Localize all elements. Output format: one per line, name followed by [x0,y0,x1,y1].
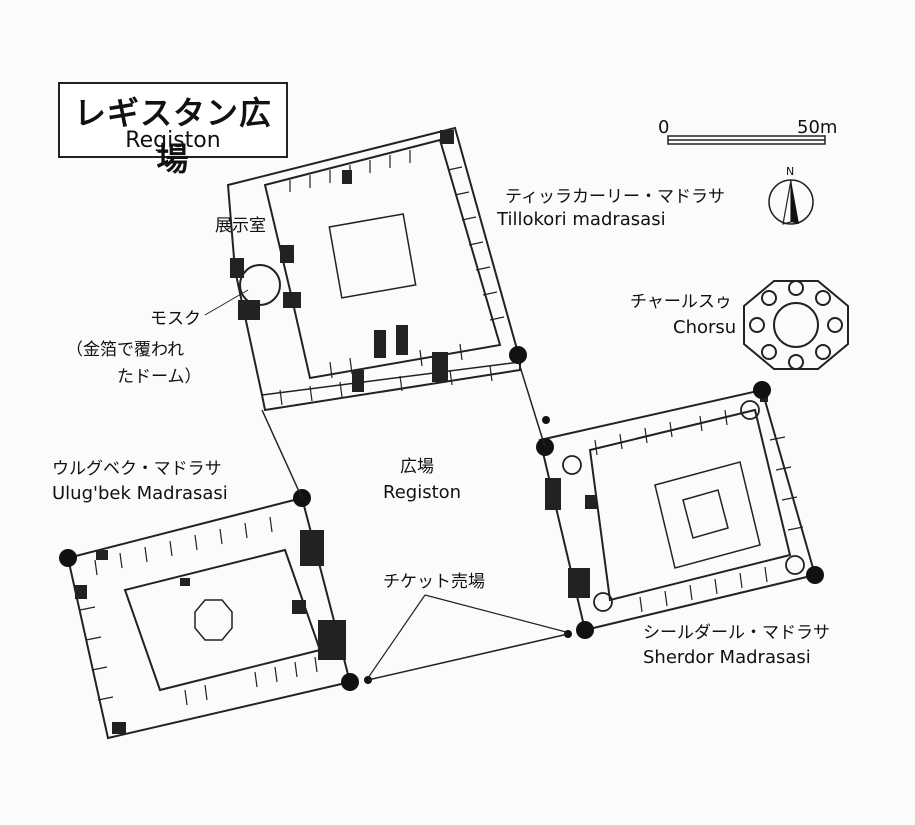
scale-label-zero: 0 [658,117,670,138]
ulugbek-solid-walls [75,530,346,734]
map-title-box: レギスタン広場 Registon [58,82,288,178]
chorsu-dome-icon [743,280,849,370]
mosque-pointer [204,289,249,316]
mosque-dome [239,264,281,306]
tillokori-label-en: Tillokori madrasasi [497,209,666,230]
north-label: N [786,165,795,178]
chorsu-label-en: Chorsu [673,317,737,338]
ticket-office-label: チケット売場 [383,572,485,592]
chorsu-label-ja: チャールスゥ [630,292,732,312]
mosque-note-2: たドーム） [117,367,202,387]
map-title-en: Registon [125,128,221,153]
minaret-markers [59,346,824,691]
sherdor-solid-walls [545,392,768,598]
square-label-en: Registon [383,482,462,503]
exhibition-room-label: 展示室 [215,216,266,236]
tillokori-label-ja: ティッラカーリー・マドラサ [505,187,725,207]
ulugbek-label-en: Ulug'bek Madrasasi [52,483,228,504]
mosque-note-1: （金箔で覆われ [66,340,185,360]
north-arrow-icon [768,179,814,225]
sherdor-label-en: Sherdor Madrasasi [643,647,811,668]
ticket-office-pointer [367,594,567,679]
sherdor-domes [562,400,805,612]
sherdor-label-ja: シールダール・マドラサ [643,623,830,643]
ulugbek-label-ja: ウルグベク・マドラサ [52,459,222,479]
registon-square-outline [261,359,569,681]
map-title-ja: レギスタン広場 [73,94,272,178]
scale-bar [667,135,826,145]
mosque-label: モスク [150,309,201,329]
square-label-ja: 広場 [400,457,434,477]
scale-label-end: 50m [797,117,838,138]
tillokori-madrasa-building [226,126,521,412]
